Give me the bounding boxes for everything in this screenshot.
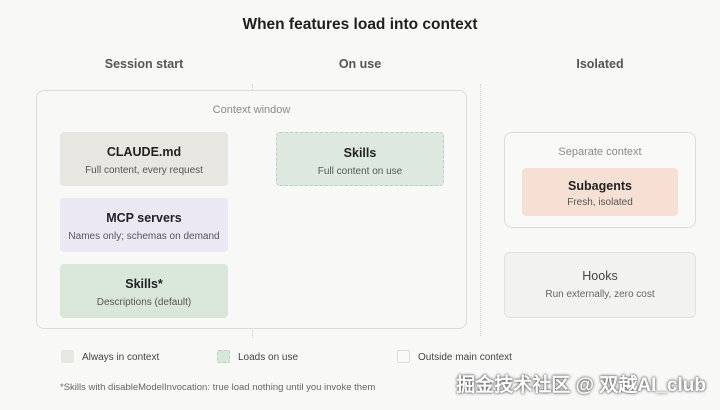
watermark: 掘金技术社区 @ 双越AI_club xyxy=(456,375,706,396)
legend-swatch-on-use xyxy=(217,350,230,363)
footnote: *Skills with disableModelInvocation: tru… xyxy=(60,382,376,393)
skills-on-use-desc: Full content on use xyxy=(317,166,403,177)
mcp-servers-name: MCP servers xyxy=(106,211,182,225)
hooks-desc: Run externally, zero cost xyxy=(545,289,655,300)
subagents-desc: Fresh, isolated xyxy=(567,197,633,208)
legend-label-outside: Outside main context xyxy=(418,352,512,363)
isolation-divider xyxy=(480,84,481,336)
skills-descriptions-name: Skills* xyxy=(125,277,163,291)
column-label-on-use: On use xyxy=(338,57,382,71)
column-divider-bottom xyxy=(252,330,253,338)
mcp-servers-desc: Names only; schemas on demand xyxy=(68,231,220,242)
skills-on-use-card: Skills Full content on use xyxy=(276,132,444,186)
subagents-name: Subagents xyxy=(568,179,632,193)
skills-descriptions-desc: Descriptions (default) xyxy=(96,297,192,308)
legend-label-always: Always in context xyxy=(82,352,160,363)
separate-context-label: Separate context xyxy=(558,146,642,158)
claude-md-desc: Full content, every request xyxy=(85,165,203,176)
column-label-isolated: Isolated xyxy=(576,57,624,71)
claude-md-card: CLAUDE.md Full content, every request xyxy=(60,132,228,186)
mcp-servers-card: MCP servers Names only; schemas on deman… xyxy=(60,198,228,252)
claude-md-name: CLAUDE.md xyxy=(106,145,182,159)
context-window-label: Context window xyxy=(212,104,291,116)
skills-on-use-name: Skills xyxy=(343,146,377,160)
hooks-card: Hooks Run externally, zero cost xyxy=(504,252,696,318)
legend-label-on-use: Loads on use xyxy=(238,352,299,363)
diagram-title: When features load into context xyxy=(242,16,478,33)
subagents-card: Subagents Fresh, isolated xyxy=(522,168,678,216)
column-label-session-start: Session start xyxy=(104,57,184,71)
legend-swatch-always xyxy=(61,350,74,363)
legend-swatch-outside xyxy=(397,350,410,363)
hooks-name: Hooks xyxy=(582,269,618,283)
column-divider-top xyxy=(252,84,253,92)
skills-descriptions-card: Skills* Descriptions (default) xyxy=(60,264,228,318)
